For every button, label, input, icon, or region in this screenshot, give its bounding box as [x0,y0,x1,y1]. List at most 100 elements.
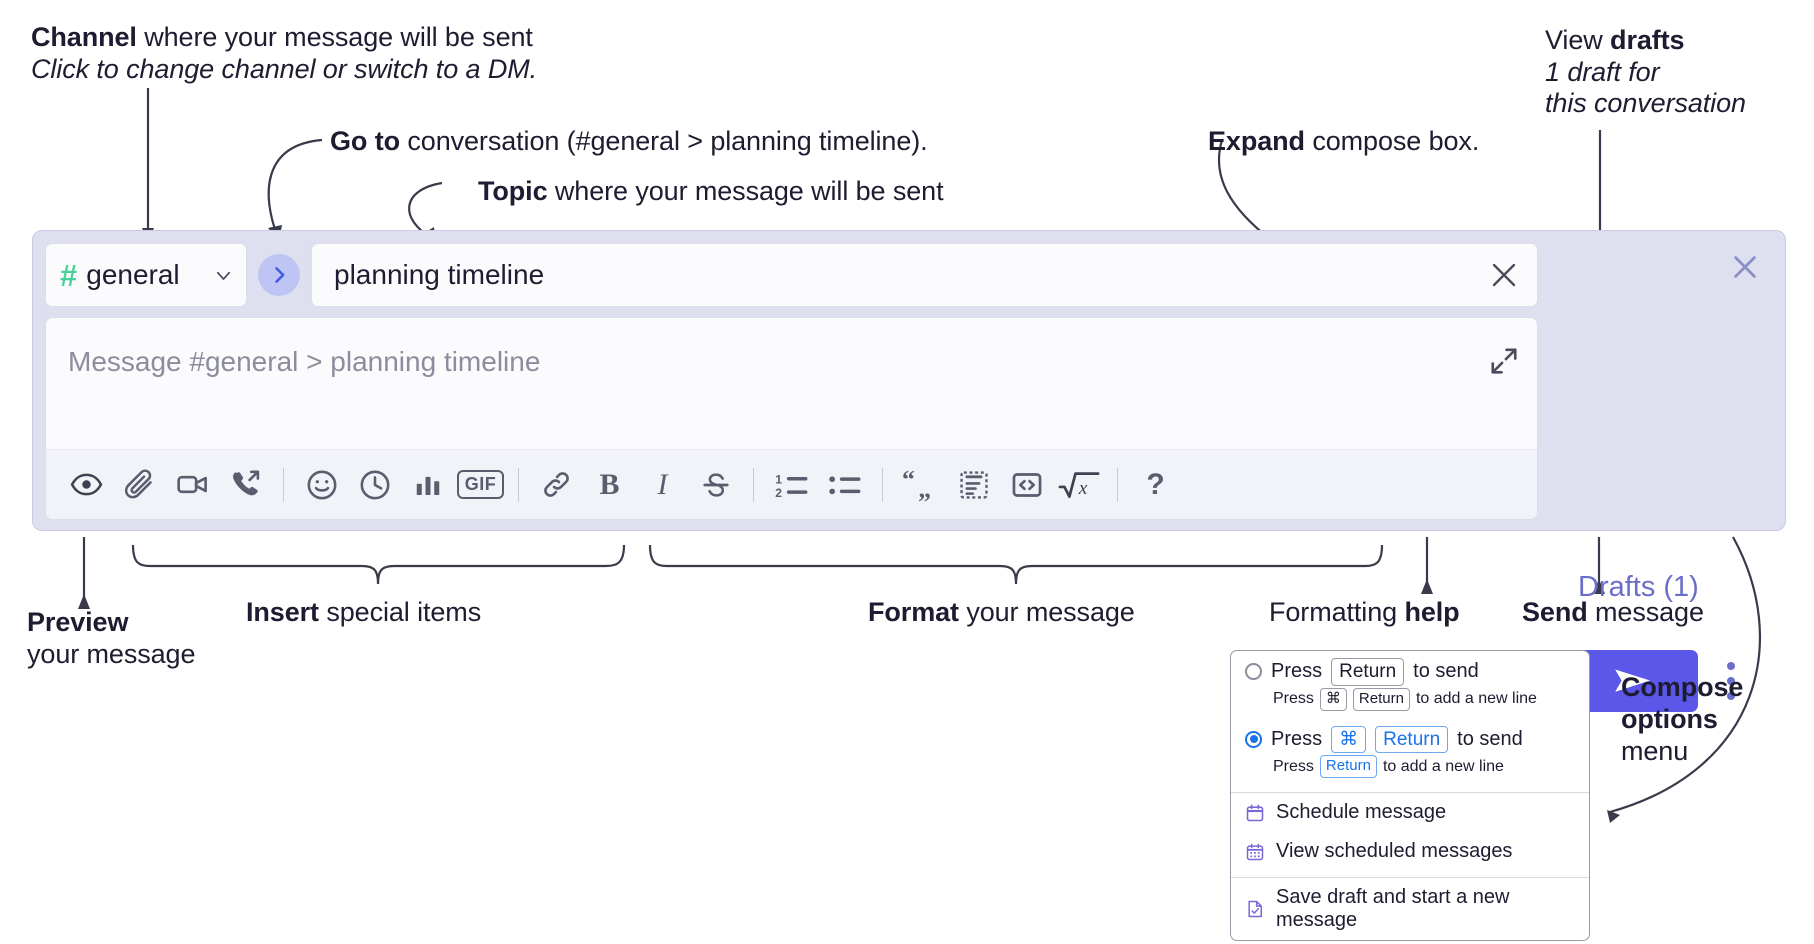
svg-text:„: „ [918,474,931,503]
blockquote-icon[interactable]: “ „ [894,458,947,511]
sub-label-post: to add a new line [1382,757,1504,775]
radio-unselected[interactable] [1245,663,1262,681]
message-input[interactable]: Message #general > planning timeline [68,346,541,377]
toolbar-separator [283,467,284,502]
annotation-send-bold: Send [1522,597,1588,627]
annotation-topic: Topic where your message will be sent [478,176,944,208]
inline-code-icon[interactable] [1000,458,1053,511]
option-label-pre: Press [1271,727,1323,750]
poll-icon[interactable] [401,458,454,511]
channel-name-label: general [86,259,180,290]
menu-divider [1231,792,1589,793]
menu-item-schedule-message[interactable]: Schedule message [1231,793,1589,832]
bold-icon[interactable]: B [583,458,636,511]
message-input-card: Message #general > planning timeline [45,317,1538,520]
kebab-dot [1727,677,1735,685]
italic-label: I [657,467,668,501]
bulleted-list-icon[interactable] [818,458,871,511]
code-block-icon[interactable] [947,458,1000,511]
compose-box: # general planning timeline [32,230,1786,712]
annotation-drafts-line2: this conversation [1545,88,1746,119]
clear-topic-icon[interactable] [1489,260,1519,290]
key-return: Return [1352,687,1410,711]
kebab-dot [1727,662,1735,670]
svg-text:1: 1 [775,472,782,486]
annotation-compose-options: Compose options menu [1621,672,1743,768]
attachment-icon[interactable] [113,458,166,511]
italic-icon[interactable]: I [636,458,689,511]
close-icon[interactable] [1729,251,1761,283]
option-return-sub: Press ⌘ Return to add a new line [1231,687,1589,719]
annotation-help: Formatting help [1269,597,1460,629]
annotation-goto-rest: conversation (#general > planning timeli… [399,126,928,156]
ordered-list-icon[interactable]: 1 2 [765,458,818,511]
annotation-compose-line2: options [1621,703,1718,734]
radio-selected[interactable] [1245,730,1262,748]
kebab-dot [1727,692,1735,700]
drafts-link[interactable]: Drafts (1) [1578,571,1699,603]
annotation-preview-line2: your message [27,638,196,669]
menu-item-save-draft[interactable]: Save draft and start a new message [1231,878,1589,940]
strikethrough-icon[interactable] [689,458,742,511]
key-return: Return [1375,725,1449,754]
annotation-goto: Go to conversation (#general > planning … [330,126,928,158]
option-cmd-return-to-send[interactable]: Press ⌘ Return to send [1231,719,1589,756]
topic-input[interactable]: planning timeline [311,243,1538,307]
annotation-drafts-bold: drafts [1610,25,1685,55]
gif-icon[interactable]: GIF [454,458,507,511]
compose-header-row: # general planning timeline [45,243,1538,307]
option-label-post: to send [1413,660,1479,683]
annotation-preview: Preview your message [27,607,195,670]
preview-icon[interactable] [60,458,113,511]
option-return-to-send[interactable]: Press Return to send [1231,651,1589,688]
annotation-goto-bold: Go to [330,126,400,156]
emoji-icon[interactable] [295,458,348,511]
compose-main-column: # general planning timeline [45,243,1538,520]
clock-icon[interactable] [348,458,401,511]
annotation-insert-rest: special items [318,597,482,627]
option-label-pre: Press [1271,660,1323,683]
option-cmd-return-sub: Press Return to add a new line [1231,755,1589,786]
annotation-expand: Expand compose box. [1208,126,1479,158]
menu-item-label: View scheduled messages [1276,840,1513,862]
option-label-post: to send [1457,727,1523,750]
toolbar-separator [518,467,519,502]
channel-selector[interactable]: # general [45,243,247,307]
annotation-insert-bold: Insert [246,597,319,627]
goto-conversation-button[interactable] [258,254,300,296]
link-icon[interactable] [530,458,583,511]
toolbar-separator [882,467,883,502]
expand-compose-icon[interactable] [1489,346,1519,376]
annotation-insert: Insert special items [246,597,481,629]
audio-call-icon[interactable] [219,458,272,511]
annotation-drafts-prefix: View [1545,25,1611,55]
toolbar-separator [753,467,754,502]
help-label: ? [1146,467,1165,501]
toolbar-separator [1117,467,1118,502]
menu-item-label: Schedule message [1276,801,1447,823]
math-icon[interactable]: x [1053,458,1106,511]
svg-text:2: 2 [775,486,782,500]
formatting-help-icon[interactable]: ? [1129,458,1182,511]
video-icon[interactable] [166,458,219,511]
annotation-expand-bold: Expand [1208,126,1305,156]
hash-icon: # [60,257,78,293]
annotation-channel-rest: where your message will be sent [136,22,533,52]
gif-label: GIF [456,470,505,499]
annotation-topic-bold: Topic [478,176,548,206]
bold-label: B [599,467,620,501]
annotation-send-rest: message [1587,597,1704,627]
sub-label-pre: Press [1273,690,1314,708]
formatting-toolbar: GIF B I [46,449,1537,519]
annotation-expand-rest: compose box. [1304,126,1480,156]
annotation-compose-line1: Compose [1621,672,1744,702]
annotation-preview-bold: Preview [27,607,129,637]
calendar-view-icon [1245,842,1265,862]
compose-options-button[interactable] [1715,651,1747,711]
menu-item-view-scheduled[interactable]: View scheduled messages [1231,832,1589,871]
key-command: ⌘ [1319,687,1347,711]
annotation-format: Format your message [868,597,1135,629]
menu-divider [1231,877,1589,878]
key-return: Return [1331,658,1405,686]
